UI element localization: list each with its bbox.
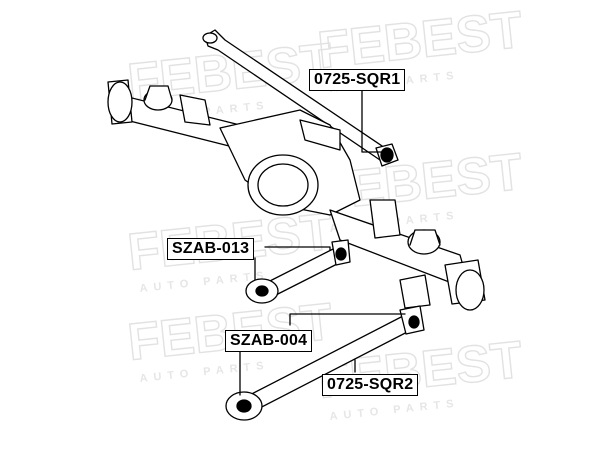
watermark-brand: FEBEST (315, 331, 525, 410)
part-label-szab-013[interactable]: SZAB-013 (167, 238, 255, 260)
upper-control-arm (245, 239, 351, 304)
part-label-szab-004[interactable]: SZAB-004 (225, 330, 313, 352)
part-label-0725-sqr1[interactable]: 0725-SQR1 (309, 69, 406, 91)
upper-lateral-rod (202, 29, 399, 167)
lower-control-arm (225, 305, 425, 421)
differential-housing (219, 109, 361, 216)
axle-housing-left (107, 79, 246, 151)
part-label-0725-sqr2[interactable]: 0725-SQR2 (322, 374, 419, 396)
leader-lines (239, 89, 406, 396)
axle-housing-right (329, 199, 486, 311)
